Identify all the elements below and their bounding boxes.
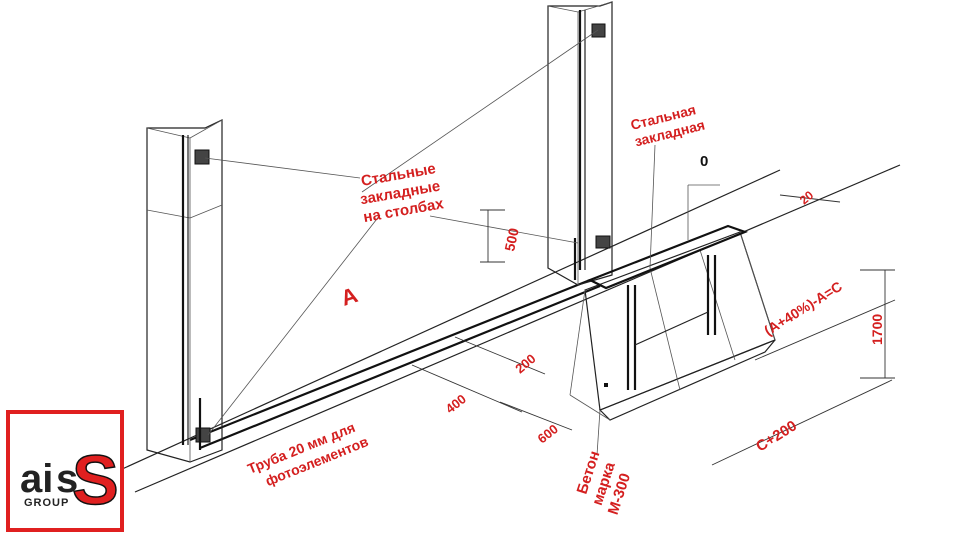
- zero-label: 0: [700, 153, 708, 170]
- dim-200-label: 200: [512, 351, 538, 376]
- ground-lines: [119, 164, 901, 493]
- dim-400-label: 400: [443, 391, 469, 416]
- right-pillar: [547, 1, 613, 286]
- dim-20-label: 20: [797, 188, 816, 208]
- concrete-foundation: [569, 231, 776, 421]
- c200-label: C+200: [753, 417, 800, 455]
- aiss-logo: ai s S GROUP: [6, 410, 124, 532]
- steel-embed-channel: [587, 224, 749, 390]
- steel-embed-label: Стальная закладная: [629, 100, 707, 149]
- dimension-lines: [411, 194, 896, 466]
- dim-600-label: 600: [535, 421, 561, 446]
- leader-lines: [204, 29, 720, 456]
- logo-ai: ai: [20, 457, 53, 501]
- dim-500-label: 500: [501, 226, 522, 252]
- logo-s-small: s: [56, 457, 78, 501]
- logo-mark: ai s S GROUP: [20, 440, 119, 520]
- concrete-label: Бетон марка М-300: [571, 445, 639, 517]
- dimension-a-label: A: [338, 282, 361, 311]
- logo-group: GROUP: [24, 497, 69, 509]
- logo-s-large: S: [72, 441, 119, 519]
- pipe-label: Труба 20 мм для фотоэлементов: [245, 416, 371, 493]
- left-pillar: [146, 119, 223, 463]
- steel-posts-label: Стальные закладные на столбах: [356, 159, 449, 226]
- formula-label: (A+40%)-A=C: [761, 278, 845, 339]
- dim-1700-label: 1700: [869, 314, 885, 345]
